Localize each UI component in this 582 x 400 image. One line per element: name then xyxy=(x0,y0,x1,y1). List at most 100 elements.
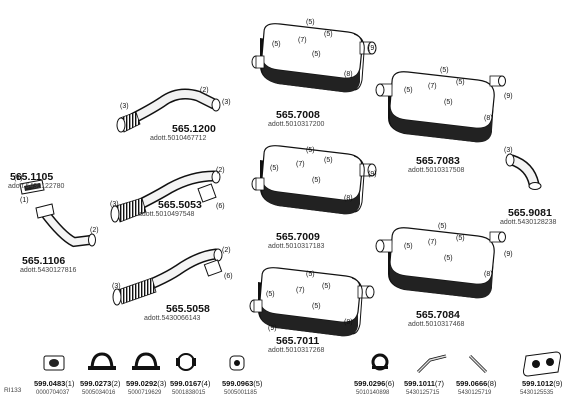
part-adott: adott.5010467712 xyxy=(150,135,207,142)
callouts: (5) (5) (5) (7) (5) (9) (8) (5) (5) (5) … xyxy=(14,19,513,332)
small-part-code: 5430125719 xyxy=(458,390,492,396)
callout-5: (5) xyxy=(322,283,331,290)
clamp-599-0292-icon xyxy=(132,352,160,371)
clamp-599-0296-icon xyxy=(371,353,389,371)
small-part: 599.0273(2) xyxy=(80,379,121,388)
heatshield-599-1012-icon xyxy=(523,351,561,377)
callout-5: (5) xyxy=(324,31,333,38)
small-part: 599.0292(3) xyxy=(126,379,167,388)
clamp-599-0167-icon xyxy=(176,353,196,371)
callout-9: (9) xyxy=(268,325,277,332)
callout-3: (3) xyxy=(110,201,119,208)
part-adott: adott.5010497548 xyxy=(138,211,195,218)
callout-3: (3) xyxy=(504,147,513,154)
callout-5: (5) xyxy=(440,67,449,74)
part-adott: adott.5430128238 xyxy=(500,219,557,226)
strap-599-0666-icon xyxy=(468,354,488,374)
callout-7: (7) xyxy=(428,239,437,246)
part-adott: adott.5430066143 xyxy=(144,315,201,322)
callout-9: (9) xyxy=(504,251,513,258)
small-part: 599.0296(6) xyxy=(354,379,395,388)
small-part-code: 5005034016 xyxy=(82,390,116,396)
callout-5: (5) xyxy=(272,41,281,48)
part-number: 565.9081 xyxy=(508,207,552,219)
callout-8: (8) xyxy=(484,271,493,278)
part-number: 565.1106 xyxy=(22,255,66,267)
callout-3: (3) xyxy=(120,103,129,110)
small-part-code: 5001838015 xyxy=(172,390,206,396)
callout-5: (5) xyxy=(306,271,315,278)
rubber-599-0963-icon xyxy=(229,355,245,371)
callout-5: (5) xyxy=(312,51,321,58)
callout-5: (5) xyxy=(456,79,465,86)
part-number: 565.5058 xyxy=(166,303,210,315)
callout-5: (5) xyxy=(270,165,279,172)
callout-5: (5) xyxy=(438,223,447,230)
callout-5: (5) xyxy=(306,147,315,154)
callout-2: (2) xyxy=(200,87,209,94)
small-part-code: 5430125535 xyxy=(520,390,554,396)
small-part: 599.0483(1) xyxy=(34,379,75,388)
part-adott: adott.5430122780 xyxy=(8,183,65,190)
callout-7: (7) xyxy=(296,161,305,168)
small-part-code: 5000719629 xyxy=(128,390,162,396)
pipe-565-1106 xyxy=(35,203,96,248)
gasket-599-0483-icon xyxy=(43,355,65,371)
callout-8: (8) xyxy=(344,195,353,202)
part-adott: adott.5010317183 xyxy=(268,243,325,250)
part-number: 565.7083 xyxy=(416,155,460,167)
callout-7: (7) xyxy=(428,83,437,90)
callout-5: (5) xyxy=(444,255,453,262)
small-part: 599.0167(4) xyxy=(170,379,211,388)
callout-9: (9) xyxy=(504,93,513,100)
callout-3: (3) xyxy=(222,99,231,106)
callout-5: (5) xyxy=(306,19,315,26)
pipe-565-1200 xyxy=(116,88,221,133)
callout-9: (9) xyxy=(368,171,377,178)
bracket-599-1011-icon xyxy=(416,354,447,374)
part-number: 565.7084 xyxy=(416,309,460,321)
part-adott: adott.5010317468 xyxy=(408,321,465,328)
callout-9: (9) xyxy=(368,45,377,52)
muffler-565-7084 xyxy=(375,227,507,299)
callout-5: (5) xyxy=(456,235,465,242)
part-number: 565.1105 xyxy=(10,171,54,183)
small-part-code: 5010140898 xyxy=(356,390,390,396)
part-adott: adott.5430127816 xyxy=(20,267,77,274)
drawing-code: RI133 xyxy=(4,387,22,394)
part-number: 565.7008 xyxy=(276,109,320,121)
callout-5: (5) xyxy=(404,87,413,94)
pipe-565-9081 xyxy=(505,153,542,190)
small-part: 599.0666(8) xyxy=(456,379,497,388)
callout-3: (3) xyxy=(112,283,121,290)
callout-2: (2) xyxy=(90,227,99,234)
part-number: 565.1200 xyxy=(172,123,216,135)
small-part: 599.1012(9) xyxy=(522,379,563,388)
callout-8: (8) xyxy=(484,115,493,122)
pipe-565-5053 xyxy=(110,170,221,223)
callout-6: (6) xyxy=(224,273,233,280)
callout-5: (5) xyxy=(404,243,413,250)
callout-8: (8) xyxy=(344,71,353,78)
callout-2: (2) xyxy=(222,247,231,254)
part-number: 565.7011 xyxy=(276,335,320,347)
part-number: 565.7009 xyxy=(276,231,320,243)
callout-5: (5) xyxy=(444,99,453,106)
callout-2: (2) xyxy=(216,167,225,174)
callout-5: (5) xyxy=(266,291,275,298)
part-adott: adott.5010317200 xyxy=(268,121,325,128)
callout-6: (6) xyxy=(216,203,225,210)
callout-1: (1) xyxy=(14,175,23,182)
small-part: 599.1011(7) xyxy=(404,379,445,388)
flange-565-1105 xyxy=(19,179,45,195)
callout-7: (7) xyxy=(298,37,307,44)
small-part-code: 0000704037 xyxy=(36,390,70,396)
callout-5: (5) xyxy=(324,157,333,164)
clamp-599-0273-icon xyxy=(88,352,116,371)
small-part-code: 5005001185 xyxy=(224,390,257,396)
callout-1: (1) xyxy=(20,197,29,204)
callout-8: (8) xyxy=(344,319,353,326)
small-part-code: 5430125715 xyxy=(406,390,440,396)
pipe-565-5058 xyxy=(112,248,223,306)
